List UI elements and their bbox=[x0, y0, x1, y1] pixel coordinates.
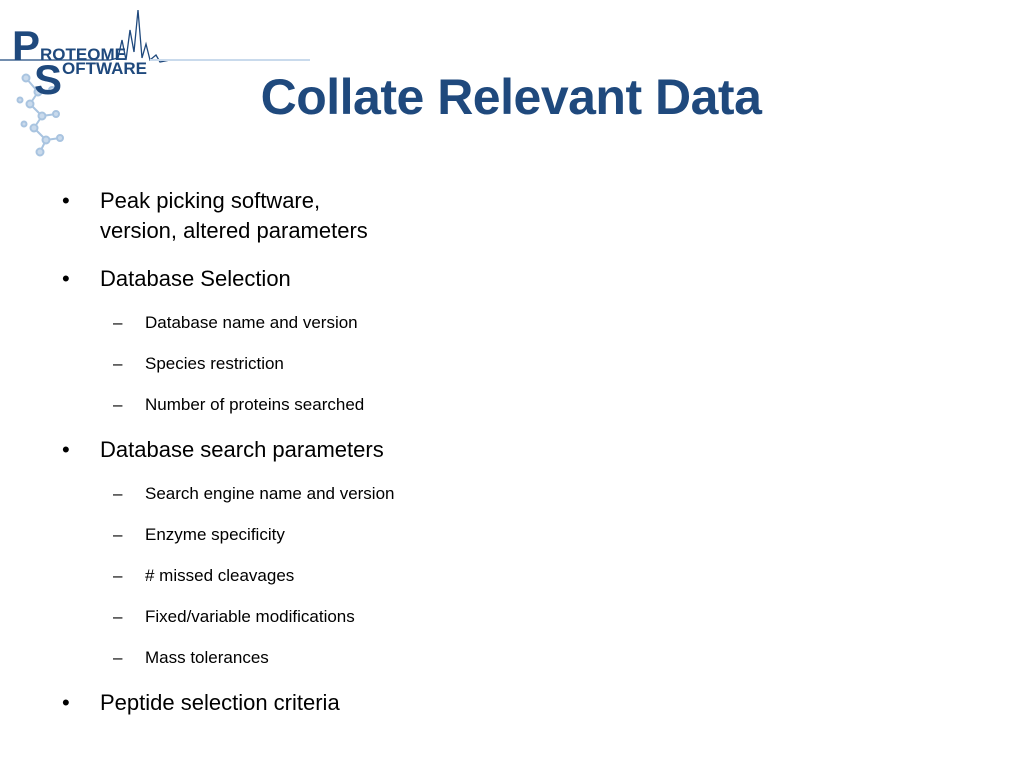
bullet-text-line: Database name and version bbox=[145, 313, 358, 332]
bullet-text: Database name and version bbox=[145, 312, 358, 334]
bullet-text-line: # missed cleavages bbox=[145, 566, 295, 585]
peptide-chain-icon bbox=[16, 73, 64, 157]
bullet-text: Search engine name and version bbox=[145, 483, 395, 505]
dash-marker: – bbox=[113, 313, 123, 332]
dash-marker: – bbox=[113, 354, 123, 373]
bullet-text: Species restriction bbox=[145, 353, 284, 375]
bullet-text: Mass tolerances bbox=[145, 647, 269, 669]
bullet-text: # missed cleavages bbox=[145, 565, 294, 587]
dash-marker: – bbox=[113, 525, 123, 544]
bullet-text: Fixed/variable modifications bbox=[145, 606, 355, 628]
slide-title-text: Collate Relevant Data bbox=[260, 69, 762, 125]
proteome-software-logo: P ROTEOME S OFTWARE bbox=[0, 0, 310, 170]
bullet-text-line: Database search parameters bbox=[100, 437, 384, 462]
bullet-marker: • bbox=[62, 266, 70, 291]
bullet-marker: • bbox=[62, 690, 70, 715]
dash-marker: – bbox=[113, 484, 123, 503]
bullet-marker: • bbox=[62, 437, 70, 462]
bullet-text: Database search parameters bbox=[100, 435, 420, 465]
bullet-text-line: Number of proteins searched bbox=[145, 395, 365, 414]
logo-graphic: P ROTEOME S OFTWARE bbox=[0, 9, 310, 157]
bullet-text-line: Search engine name and version bbox=[145, 484, 395, 503]
dash-marker: – bbox=[113, 648, 123, 667]
bullet-text-line: Fixed/variable modifications bbox=[145, 607, 355, 626]
bullet-marker: • bbox=[62, 188, 70, 213]
bullet-text-line: Peptide selection criteria bbox=[100, 690, 340, 715]
logo-word-roteome: ROTEOME bbox=[40, 45, 126, 64]
dash-marker: – bbox=[113, 607, 123, 626]
bullet-text: Number of proteins searched bbox=[145, 394, 364, 416]
bullet-text-line: version, altered parameters bbox=[100, 218, 368, 243]
bullet-text: Enzyme specificity bbox=[145, 524, 285, 546]
logo-word-oftware: OFTWARE bbox=[62, 59, 147, 78]
bullet-text: Peptide selection criteria bbox=[100, 688, 420, 718]
dash-marker: – bbox=[113, 566, 123, 585]
slide-title: Collate Relevant Data bbox=[0, 62, 1024, 132]
bullet-text-line: Peak picking software, bbox=[100, 188, 321, 213]
bullet-text: Database Selection bbox=[100, 264, 420, 294]
bullet-text-line: Mass tolerances bbox=[145, 648, 269, 667]
bullet-text-line: Enzyme specificity bbox=[145, 525, 285, 544]
dash-marker: – bbox=[113, 395, 123, 414]
bullet-text: Peak picking software, version, altered p… bbox=[100, 186, 420, 246]
bullet-text-line: Database Selection bbox=[100, 266, 291, 291]
logo-initial-s: S bbox=[34, 56, 62, 103]
bullet-text-line: Species restriction bbox=[145, 354, 284, 373]
logo-initial-p: P bbox=[12, 22, 40, 69]
